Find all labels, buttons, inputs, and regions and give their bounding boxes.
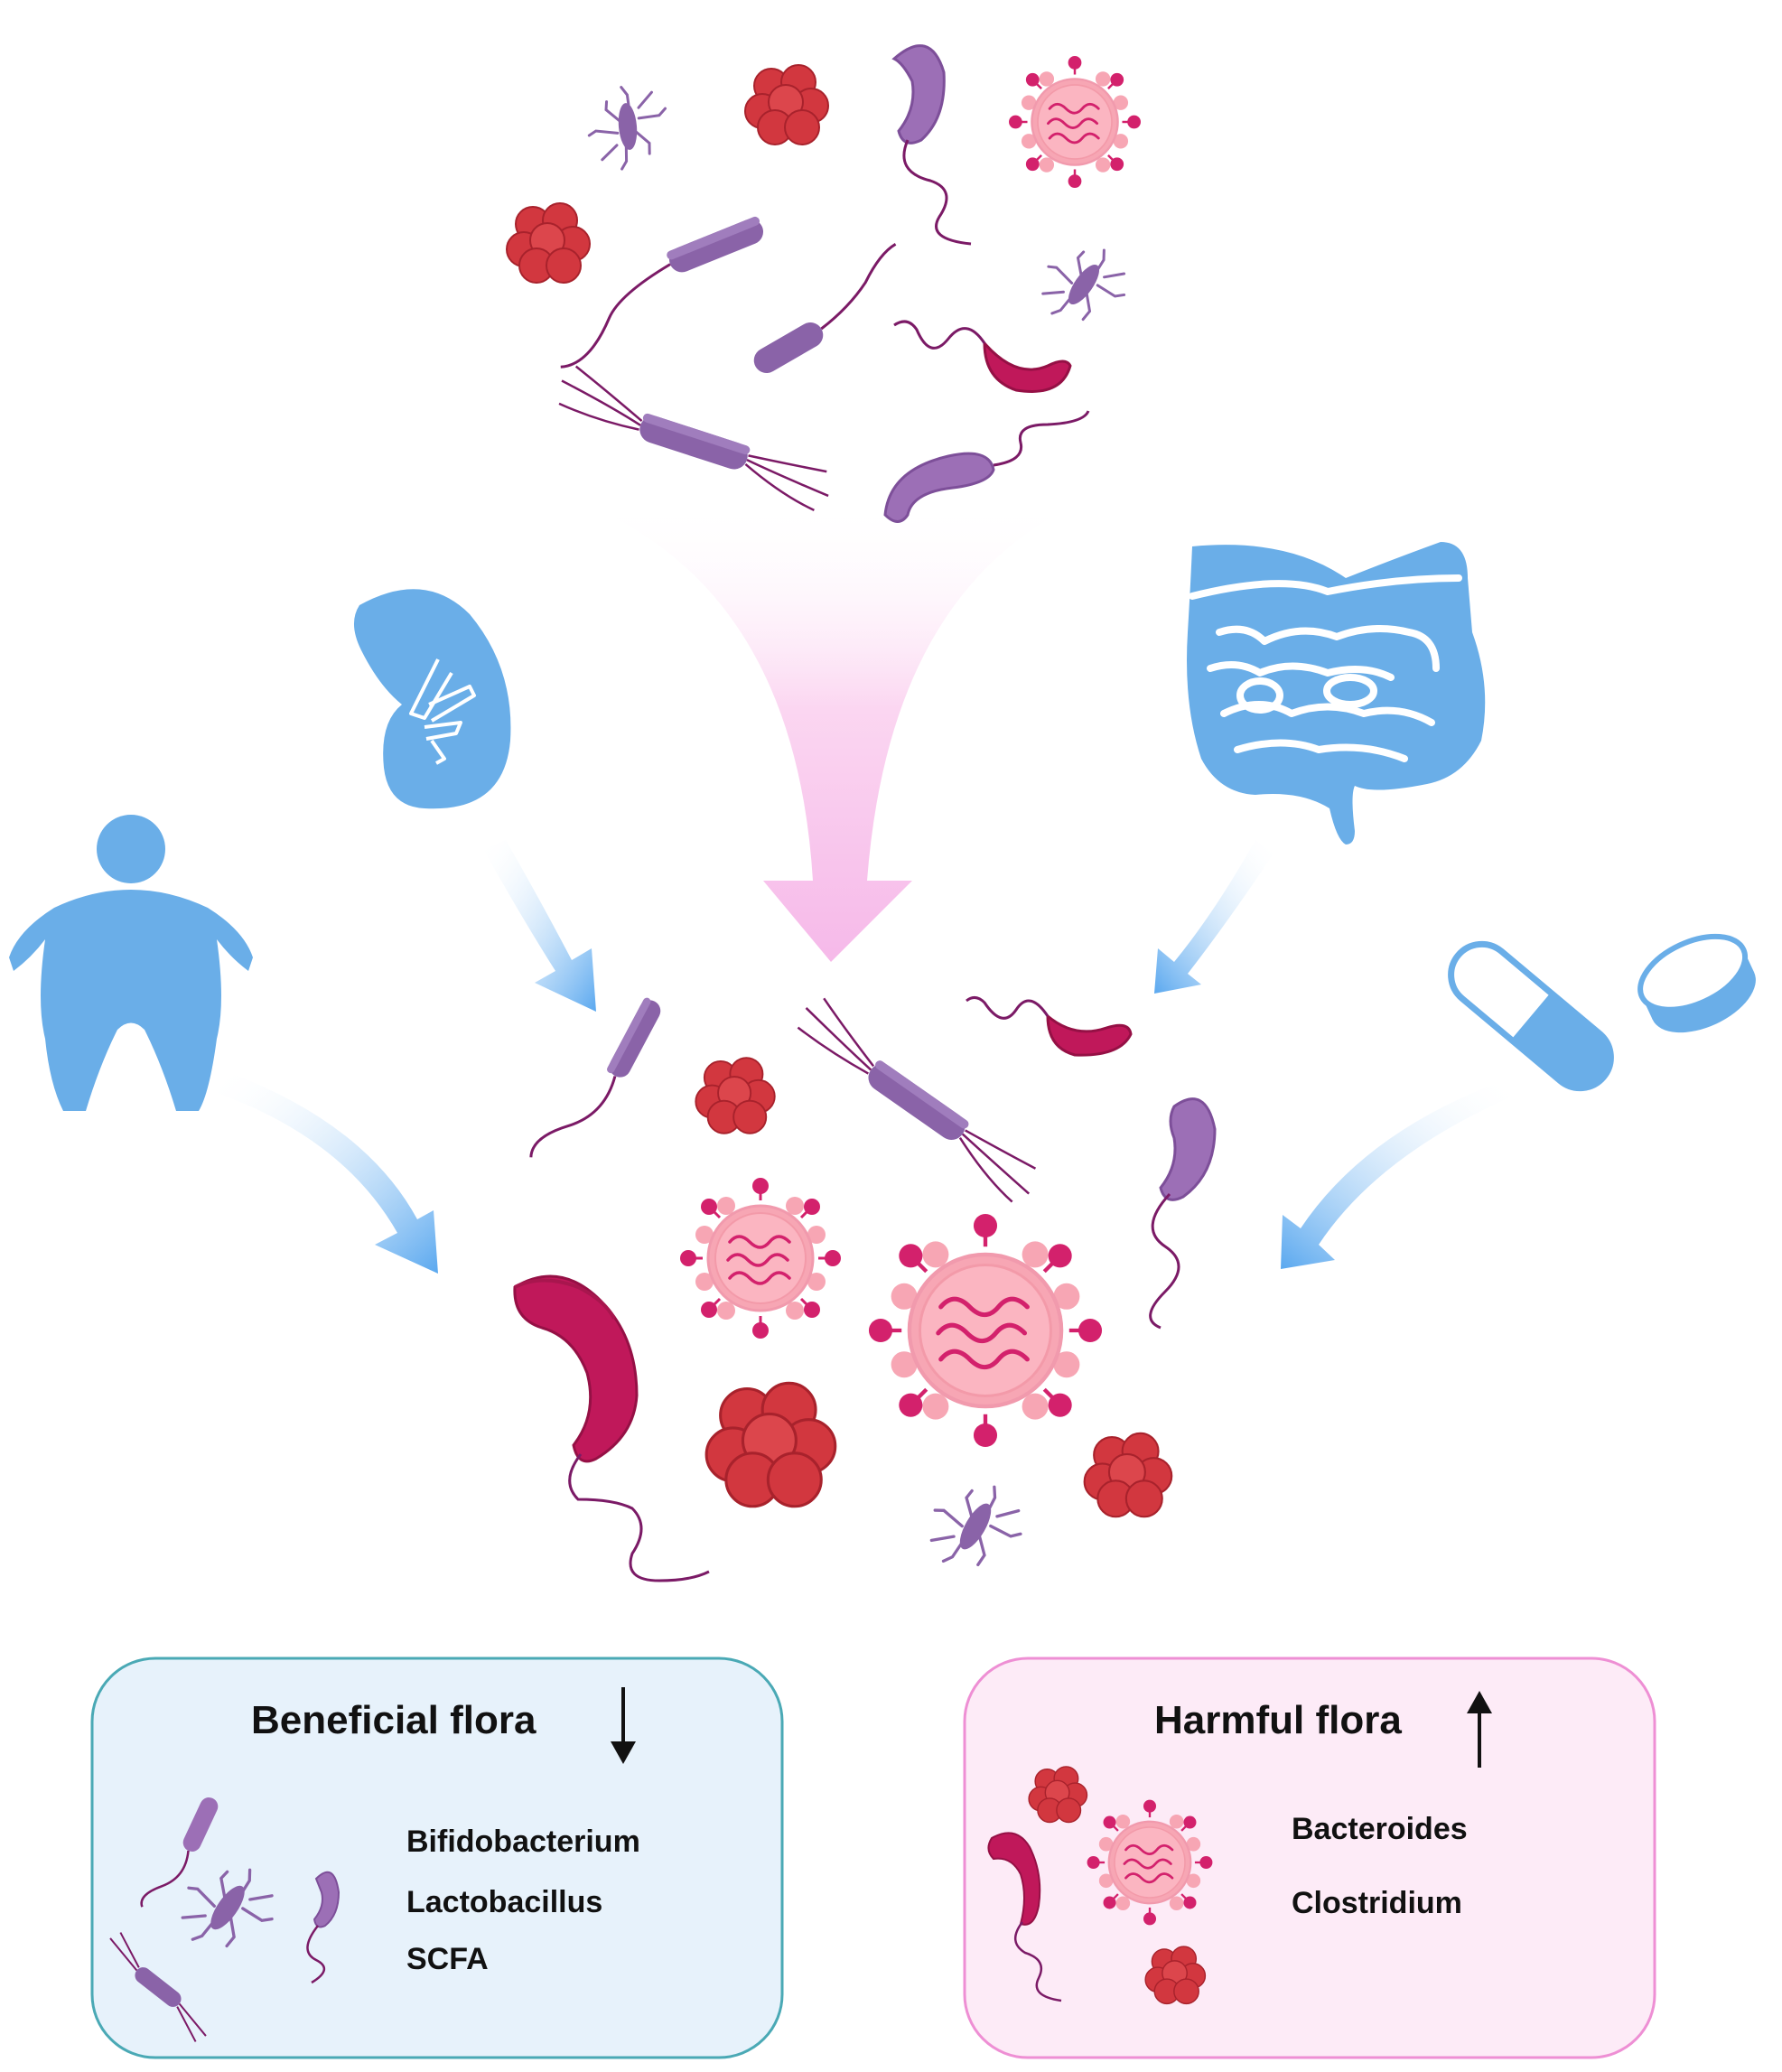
vibrio-icon	[893, 320, 1072, 393]
top-microbe-cloud	[506, 44, 1143, 523]
obese-person-icon	[9, 815, 253, 1111]
harmful-microbes	[987, 1766, 1214, 2005]
arrow-medication	[1281, 1082, 1510, 1269]
harmful-flora-title: Harmful flora	[1154, 1698, 1402, 1742]
beneficial-item-scfa: SCFA	[406, 1942, 489, 1976]
arrow-spleen	[483, 840, 596, 1012]
capsule-icon	[1448, 940, 1614, 1092]
funnel-arrow	[578, 501, 1084, 962]
beneficial-item-lactobacillus: Lactobacillus	[406, 1885, 603, 1919]
vibrio-icon	[513, 1274, 710, 1582]
central-microbe-cluster	[513, 996, 1217, 1582]
beneficial-flora-title: Beneficial flora	[251, 1698, 536, 1742]
arrow-person	[217, 1073, 438, 1274]
harmful-item-bacteroides: Bacteroides	[1292, 1812, 1468, 1846]
vibrio-icon	[883, 410, 1090, 523]
beneficial-flora-panel	[90, 1657, 784, 2059]
vibrio-icon	[1149, 1097, 1217, 1330]
spleen-icon	[353, 589, 511, 809]
down-arrow-icon	[611, 1687, 636, 1764]
intestine-icon	[1187, 542, 1486, 845]
arrow-intestine	[1154, 840, 1274, 994]
harmful-flora-panel	[963, 1657, 1656, 2059]
beneficial-microbes	[109, 1797, 341, 2042]
vibrio-icon	[966, 996, 1133, 1057]
vibrio-icon	[891, 44, 972, 246]
up-arrow-icon	[1467, 1691, 1492, 1768]
beneficial-item-bifidobacterium: Bifidobacterium	[406, 1825, 640, 1859]
harmful-item-clostridium: Clostridium	[1292, 1886, 1462, 1920]
tablet-icon	[1637, 933, 1756, 1033]
